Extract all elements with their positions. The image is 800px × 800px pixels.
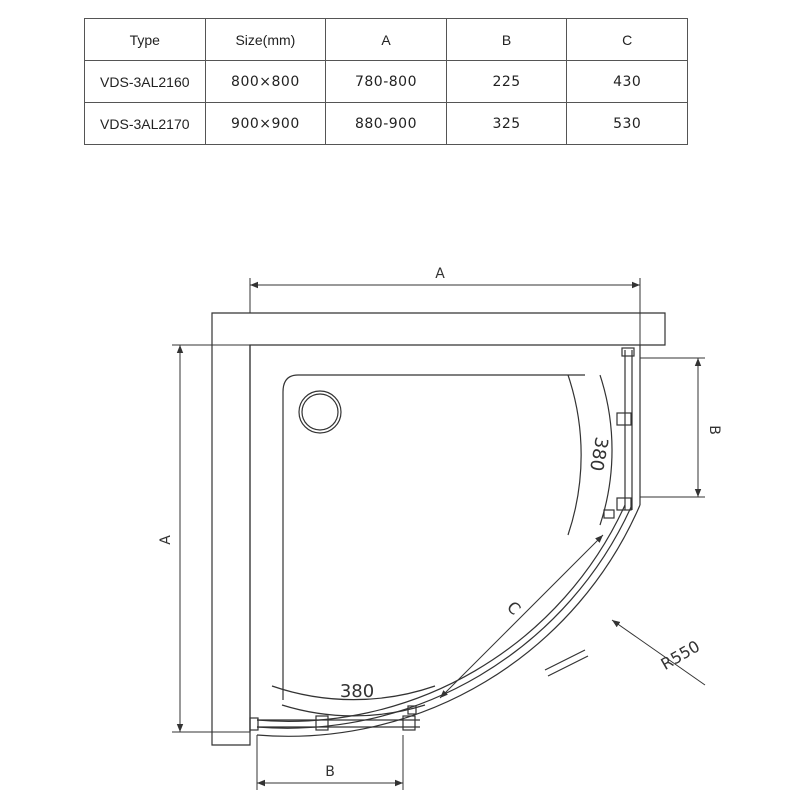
roller-icon bbox=[616, 412, 632, 426]
dim-line-diagonal-c bbox=[439, 534, 604, 699]
door-width-bottom: 380 bbox=[340, 681, 374, 702]
drain-inner-icon bbox=[301, 393, 339, 431]
radius-leader bbox=[611, 619, 706, 686]
door-swing-bottom-inner bbox=[281, 704, 426, 717]
header-c: C bbox=[566, 18, 688, 61]
right-top-bracket bbox=[621, 347, 635, 357]
dim-label-diagonal-c: C bbox=[503, 597, 524, 618]
table-header-row: Type Size(mm) A B C bbox=[84, 18, 688, 61]
cell-type: VDS-3AL2170 bbox=[84, 102, 206, 145]
header-size: Size(mm) bbox=[204, 18, 327, 61]
table-row: VDS-3AL2170 900×900 880-900 325 530 bbox=[84, 102, 688, 145]
cell-a: 880-900 bbox=[325, 102, 447, 145]
door-swing-right bbox=[567, 374, 582, 536]
cell-c: 530 bbox=[566, 102, 688, 145]
door-swing-right-inner bbox=[599, 374, 613, 526]
cell-size: 800×800 bbox=[204, 60, 327, 103]
door-swing-bottom bbox=[271, 685, 436, 701]
enclosure-outer-arc bbox=[256, 504, 641, 737]
tray-basin bbox=[282, 374, 585, 700]
spec-table: Type Size(mm) A B C VDS-3AL2160 800×800 … bbox=[84, 18, 688, 145]
cell-type: VDS-3AL2160 bbox=[84, 60, 206, 103]
header-type: Type bbox=[84, 18, 206, 61]
roller-icon bbox=[616, 497, 632, 511]
dim-label-left-a: A bbox=[158, 535, 174, 545]
drain-icon bbox=[298, 390, 342, 434]
door-width-right: 380 bbox=[585, 435, 612, 472]
enclosure-mid-arc bbox=[256, 504, 633, 729]
roller-icon bbox=[402, 715, 416, 731]
roller-icon bbox=[603, 509, 615, 519]
dim-label-top-a: A bbox=[435, 266, 445, 282]
tray-back-wall bbox=[211, 312, 666, 746]
bottom-left-bracket bbox=[249, 717, 259, 731]
roller-icon bbox=[315, 715, 329, 731]
handle-icon bbox=[544, 649, 589, 677]
dim-label-bottom-b: B bbox=[325, 764, 335, 780]
dim-label-right-b: B bbox=[706, 425, 722, 435]
cell-size: 900×900 bbox=[204, 102, 327, 145]
cell-c: 430 bbox=[566, 60, 688, 103]
